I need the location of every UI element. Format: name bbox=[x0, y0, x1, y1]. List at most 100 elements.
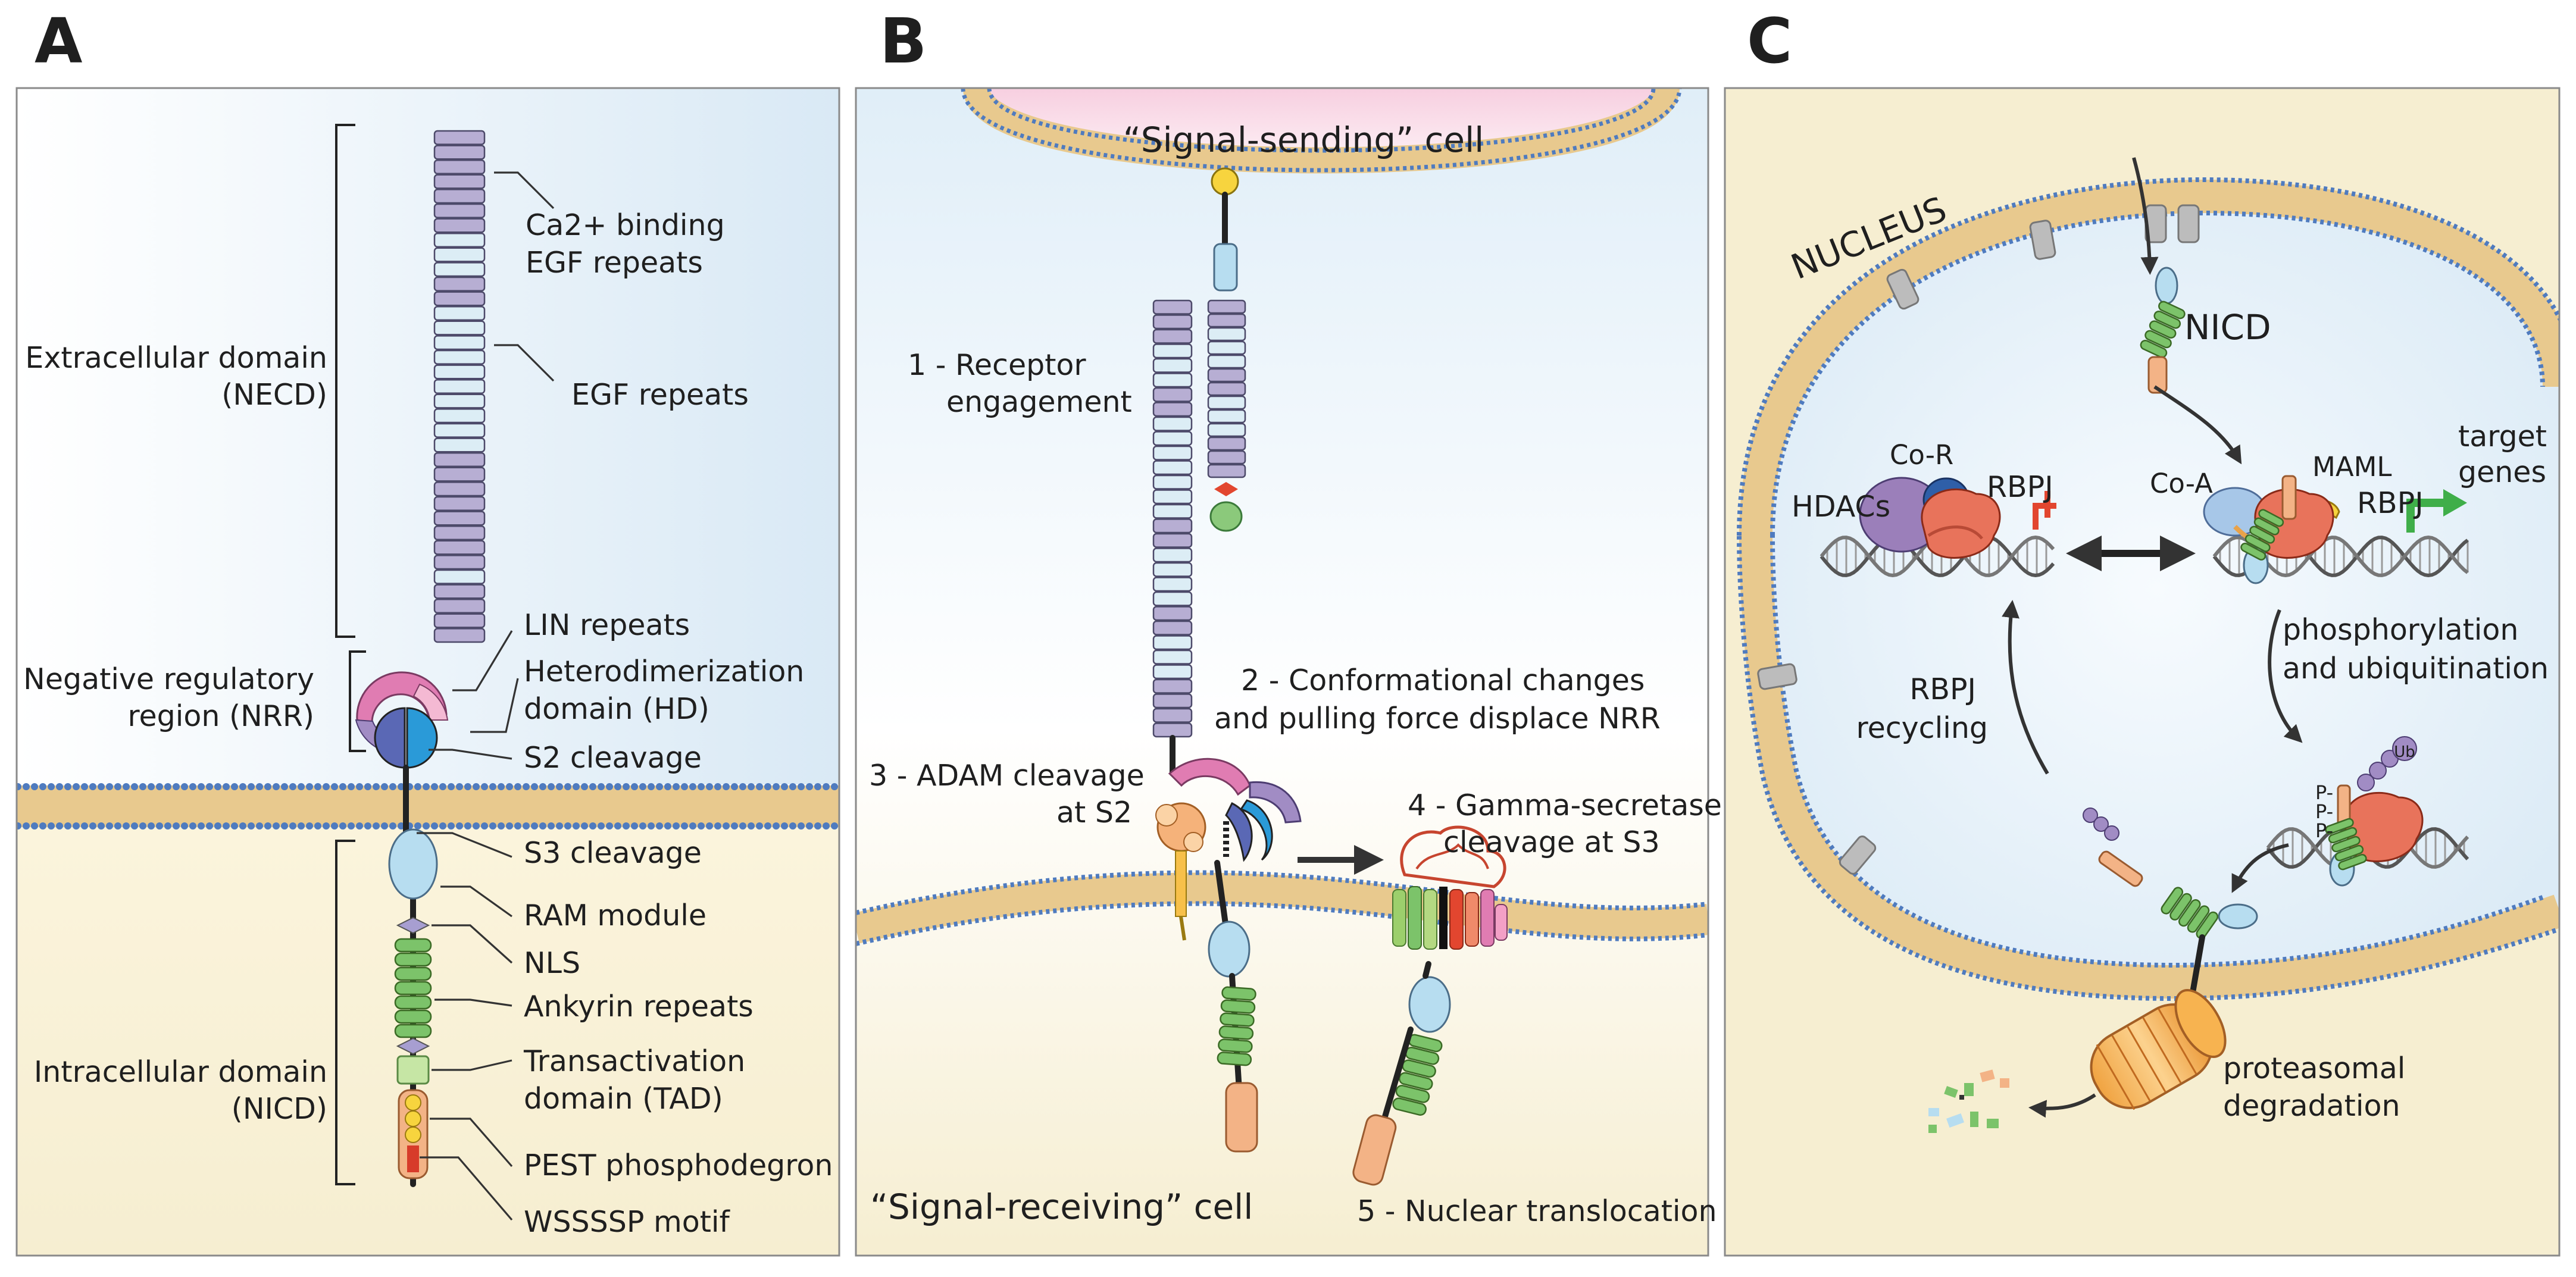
wssssp-motif bbox=[407, 1145, 419, 1172]
lipid-head bbox=[556, 822, 563, 830]
sending-membrane bbox=[963, 88, 1680, 174]
lipid-head bbox=[339, 783, 346, 790]
leader-pest bbox=[430, 1118, 513, 1168]
released-nicd-link bbox=[1423, 961, 1431, 979]
receptor-egf-repeat bbox=[1152, 693, 1193, 709]
ligand-egf-repeat bbox=[1207, 409, 1246, 424]
receptor-egf-repeat bbox=[1152, 460, 1193, 475]
hd-label-1: Heterodimerization bbox=[524, 655, 804, 688]
degradation-arrow bbox=[2028, 1093, 2096, 1118]
lipid-head bbox=[89, 822, 96, 830]
proteasome-label-1: proteasomal bbox=[2223, 1051, 2405, 1085]
egf-repeat bbox=[433, 335, 486, 350]
lipid-head bbox=[814, 822, 821, 830]
lipid-head bbox=[73, 783, 80, 790]
lipid-head bbox=[314, 783, 321, 790]
lipid-head bbox=[206, 783, 213, 790]
egf-repeat bbox=[433, 291, 486, 306]
nicd-label: NICD bbox=[2184, 307, 2271, 348]
displaced-nrr bbox=[1168, 758, 1302, 862]
ligand-domain bbox=[1213, 243, 1238, 292]
lipid-head bbox=[414, 783, 421, 790]
egf-repeat bbox=[433, 628, 486, 643]
lipid-head bbox=[764, 822, 771, 830]
sending-membrane-inner-heads bbox=[987, 88, 1656, 153]
receiving-membrane-inner-heads bbox=[856, 901, 1708, 946]
lipid-head bbox=[481, 822, 488, 830]
leader-ank bbox=[434, 999, 512, 1007]
lipid-head bbox=[831, 783, 838, 790]
lipid-head bbox=[431, 783, 438, 790]
receptor-egf-repeat bbox=[1152, 387, 1193, 402]
lipid-head bbox=[173, 822, 180, 830]
lipid-head bbox=[706, 783, 713, 790]
ankyrin-repeat bbox=[1220, 1012, 1255, 1027]
egf-repeat bbox=[433, 481, 486, 497]
tad-label-2: domain (TAD) bbox=[524, 1082, 723, 1116]
lipid-head bbox=[756, 783, 763, 790]
lipid-head bbox=[631, 822, 638, 830]
lipid-head bbox=[531, 822, 538, 830]
lipid-head bbox=[364, 822, 371, 830]
ankyrin-repeat bbox=[1218, 1038, 1253, 1053]
export-arrow bbox=[2231, 843, 2289, 893]
step4-label-1: 4 - Gamma-secretase bbox=[1408, 788, 1722, 822]
ligand-egf-repeat bbox=[1207, 354, 1246, 369]
lipid-head bbox=[48, 783, 55, 790]
ankyrin-label: Ankyrin repeats bbox=[524, 990, 754, 1024]
lipid-head bbox=[656, 822, 663, 830]
lipid-head bbox=[806, 822, 813, 830]
lipid-head bbox=[248, 822, 255, 830]
lipid-head bbox=[323, 822, 330, 830]
maml-label: MAML bbox=[2312, 451, 2392, 483]
lipid-head bbox=[814, 783, 821, 790]
lipid-head bbox=[64, 783, 71, 790]
lipid-head bbox=[273, 783, 280, 790]
receptor-egf-repeat bbox=[1152, 445, 1193, 461]
receptor-egf-repeat bbox=[1152, 358, 1193, 373]
lipid-head bbox=[98, 822, 105, 830]
lipid-head bbox=[289, 783, 296, 790]
lipid-head bbox=[39, 822, 46, 830]
lipid-head bbox=[139, 822, 146, 830]
lipid-head bbox=[789, 822, 796, 830]
lipid-head bbox=[639, 822, 646, 830]
ligand-egf-stack bbox=[1207, 299, 1246, 478]
ankyrin-repeat bbox=[2334, 844, 2364, 862]
egf-repeat-stack bbox=[433, 130, 486, 643]
target-genes-label-1: target bbox=[2458, 420, 2547, 453]
lipid-head bbox=[331, 822, 338, 830]
nrr-label-2: region (NRR) bbox=[127, 699, 314, 733]
lipid-head bbox=[614, 822, 621, 830]
ankyrin-repeat bbox=[2149, 320, 2177, 339]
ankyrin-repeat bbox=[1220, 999, 1256, 1014]
dna-backbone bbox=[1820, 535, 2055, 578]
receptor-egf-repeat bbox=[1152, 431, 1193, 446]
ankyrin-repeat bbox=[2178, 899, 2201, 927]
lipid-head bbox=[348, 783, 355, 790]
egf-repeat bbox=[433, 218, 486, 233]
lipid-head bbox=[706, 822, 713, 830]
lipid-head bbox=[456, 783, 463, 790]
receptor-egf-repeat bbox=[1152, 635, 1193, 650]
receptor-egf-repeat bbox=[1152, 373, 1193, 388]
lipid-head bbox=[298, 783, 305, 790]
lipid-head bbox=[123, 783, 130, 790]
lipid-head bbox=[714, 783, 721, 790]
released-nicd-pest bbox=[1352, 1114, 1397, 1186]
receptor-egf-repeat bbox=[1152, 577, 1193, 592]
ankyrin-repeats bbox=[394, 938, 432, 1038]
panel-b-frame bbox=[855, 87, 1709, 1257]
egf-repeat bbox=[433, 203, 486, 218]
lipid-head bbox=[23, 783, 30, 790]
lipid-head bbox=[189, 822, 196, 830]
lipid-head bbox=[739, 822, 746, 830]
lipid-head bbox=[448, 822, 455, 830]
lipid-head bbox=[181, 822, 188, 830]
egf-repeat bbox=[433, 452, 486, 468]
lipid-head bbox=[589, 822, 596, 830]
lipid-head bbox=[548, 822, 555, 830]
lipid-head bbox=[456, 822, 463, 830]
ub-label: Ub bbox=[2394, 743, 2415, 761]
lipid-head bbox=[581, 822, 588, 830]
